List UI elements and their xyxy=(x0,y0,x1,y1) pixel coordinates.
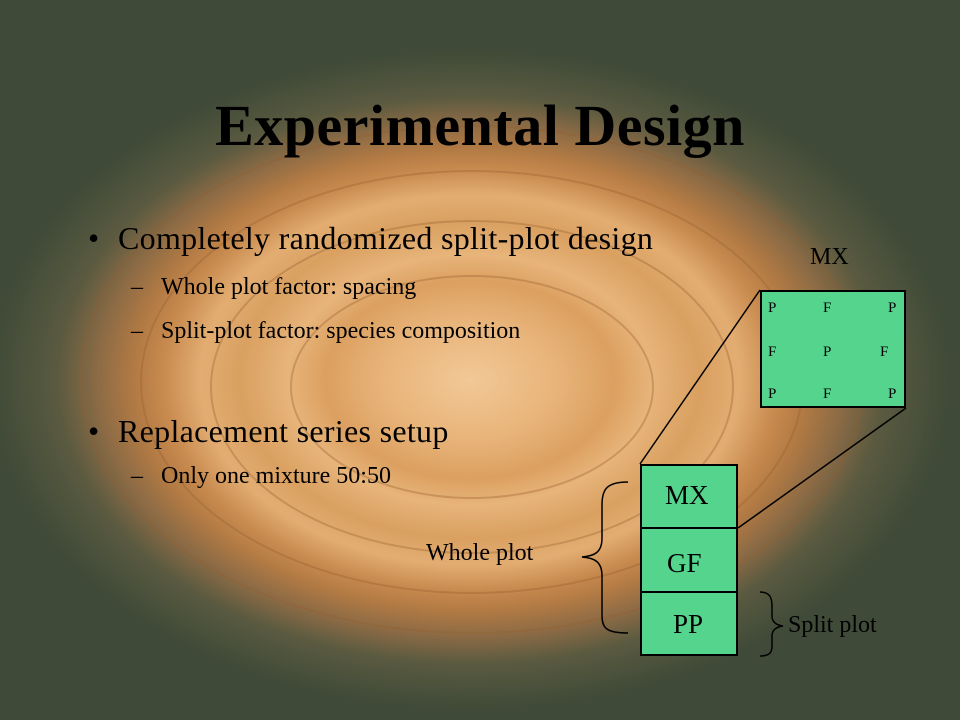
bullet-glyph: • xyxy=(88,220,100,256)
grid-cell: P xyxy=(768,300,777,316)
grid-cell: F xyxy=(823,300,832,316)
split-plot-label: Split plot xyxy=(788,612,877,638)
sub-bullet-text: Only one mixture 50:50 xyxy=(161,463,391,489)
bullet-glyph: • xyxy=(88,413,100,449)
detail-plot-box xyxy=(760,290,906,408)
dash-glyph: – xyxy=(131,463,143,489)
bullet-item: • Completely randomized split-plot design xyxy=(88,220,653,257)
sub-bullet-item: –Split-plot factor: species composition xyxy=(131,318,520,345)
wood-ring xyxy=(290,275,654,499)
whole-plot-label: Whole plot xyxy=(426,540,534,566)
grid-cell: P xyxy=(888,300,897,316)
detail-plot-label: MX xyxy=(810,244,849,270)
split-plot-brace xyxy=(759,591,784,657)
grid-cell: P xyxy=(823,344,832,360)
bullet-item: • Replacement series setup xyxy=(88,413,449,450)
grid-cell: F xyxy=(768,344,777,360)
grid-cell: F xyxy=(823,386,832,402)
sub-bullet-item: –Whole plot factor: spacing xyxy=(131,274,416,301)
zoom-line-right xyxy=(737,407,907,529)
grid-cell: P xyxy=(888,386,897,402)
grid-cell: F xyxy=(880,344,889,360)
split-plot-mx-label: MX xyxy=(665,480,709,510)
grid-cell: P xyxy=(768,386,777,402)
sub-bullet-item: –Only one mixture 50:50 xyxy=(131,463,391,490)
whole-plot-brace xyxy=(581,481,629,634)
dash-glyph: – xyxy=(131,318,143,344)
sub-bullet-text: Whole plot factor: spacing xyxy=(161,274,417,300)
dash-glyph: – xyxy=(131,274,143,300)
split-plot-pp-label: PP xyxy=(673,609,704,639)
sub-bullet-text: Split-plot factor: species composition xyxy=(161,318,521,344)
bullet-text: Completely randomized split-plot design xyxy=(118,220,654,256)
bullet-text: Replacement series setup xyxy=(118,413,449,449)
zoom-line-left xyxy=(639,289,761,465)
split-plot-gf-label: GF xyxy=(667,548,702,578)
whole-plot-stack xyxy=(640,464,738,656)
slide-title: Experimental Design xyxy=(215,93,745,158)
